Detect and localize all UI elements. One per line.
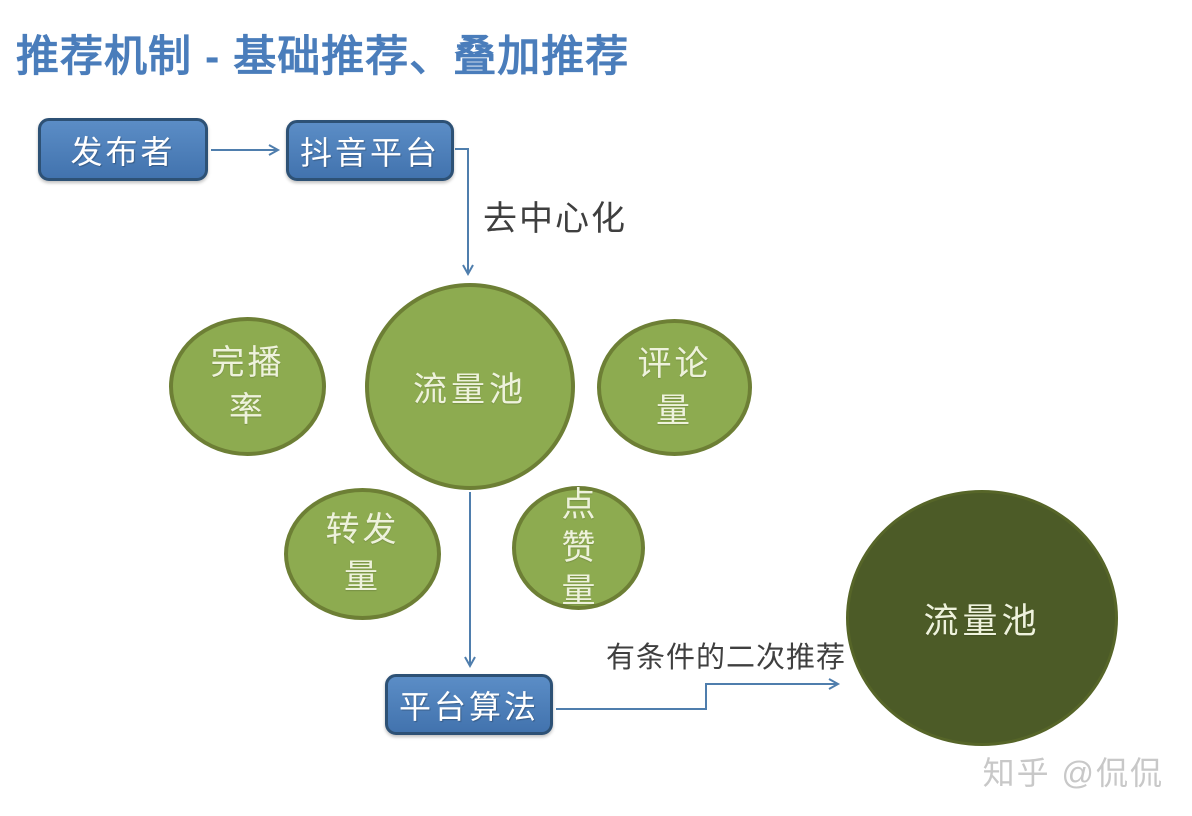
publisher-label: 发布者 — [70, 132, 176, 171]
like-count-label: 点 赞 量 — [561, 484, 596, 611]
algorithm-node: 平台算法 — [385, 674, 553, 735]
page-title: 推荐机制 - 基础推荐、叠加推荐 — [16, 33, 630, 81]
traffic-pool-final-label: 流量池 — [923, 601, 1041, 642]
platform-label: 抖音平台 — [299, 133, 440, 172]
completion-rate-node: 完播 率 — [169, 317, 326, 456]
traffic-pool-center-label: 流量池 — [413, 370, 527, 410]
traffic-pool-final-node: 流量池 — [846, 490, 1118, 746]
secondary-recommendation-edge-label: 有条件的二次推荐 — [606, 642, 847, 674]
share-count-node: 转发 量 — [284, 488, 441, 620]
watermark: 知乎 @侃侃 — [982, 755, 1164, 791]
platform-node: 抖音平台 — [286, 120, 454, 181]
comment-count-label: 评论 量 — [637, 343, 712, 431]
arrow-platform-to-pool — [455, 148, 474, 277]
share-count-label: 转发 量 — [325, 510, 400, 597]
publisher-node: 发布者 — [38, 118, 208, 181]
traffic-pool-center-node: 流量池 — [365, 283, 575, 490]
comment-count-node: 评论 量 — [597, 319, 752, 456]
completion-rate-label: 完播 率 — [210, 342, 285, 430]
arrow-algorithm-to-final-pool — [556, 678, 841, 710]
algorithm-label: 平台算法 — [398, 687, 539, 726]
decentralize-edge-label: 去中心化 — [483, 200, 627, 238]
like-count-node: 点 赞 量 — [512, 484, 645, 611]
